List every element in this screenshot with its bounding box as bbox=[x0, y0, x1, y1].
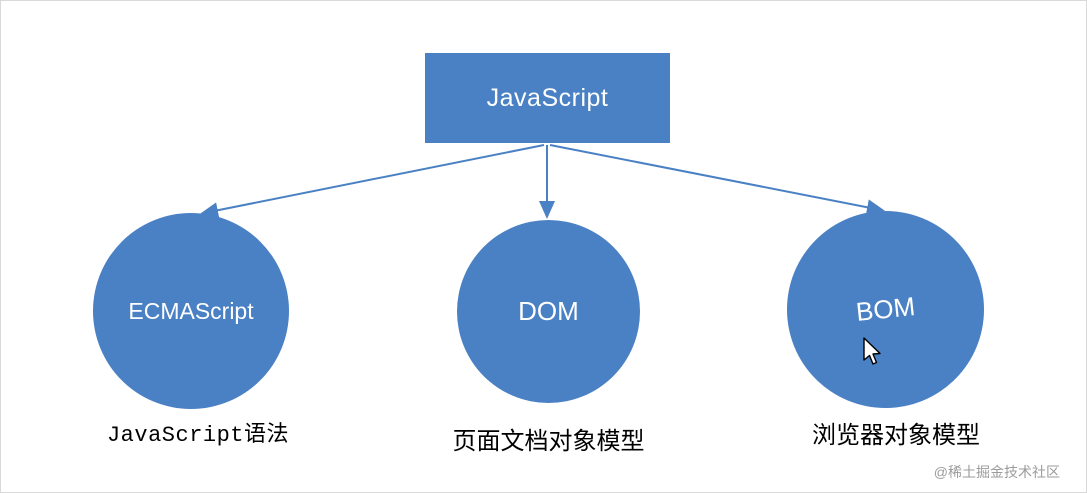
root-node-javascript: JavaScript bbox=[425, 53, 670, 143]
mouse-cursor-icon bbox=[863, 337, 881, 365]
watermark: @稀土掘金技术社区 bbox=[933, 464, 1060, 480]
caption-bom: 浏览器对象模型 bbox=[812, 422, 980, 449]
node-dom-label: DOM bbox=[518, 296, 579, 326]
caption-ecmascript: JavaScript语法 bbox=[106, 423, 290, 448]
node-ecmascript-label: ECMAScript bbox=[128, 297, 254, 324]
arrow-to-bom bbox=[549, 144, 885, 216]
node-bom: BOM bbox=[787, 211, 984, 408]
arrow-to-ecmascript bbox=[200, 144, 545, 219]
node-bom-label: BOM bbox=[854, 290, 917, 328]
node-ecmascript: ECMAScript bbox=[93, 213, 289, 409]
caption-dom: 页面文档对象模型 bbox=[452, 428, 645, 455]
root-node-label: JavaScript bbox=[486, 83, 609, 112]
node-dom: DOM bbox=[457, 220, 640, 403]
